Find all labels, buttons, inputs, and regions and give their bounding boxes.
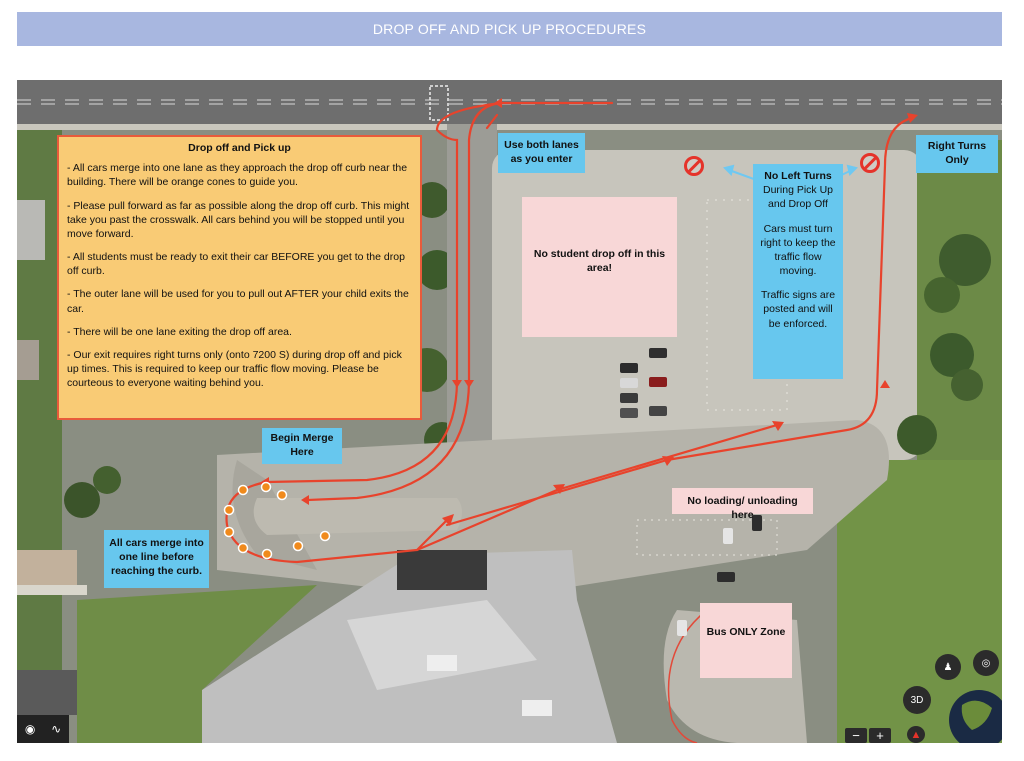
instruction-item: - There will be one lane exiting the dro…	[67, 325, 292, 338]
instruction-item: - All students must be ready to exit the…	[67, 251, 405, 278]
bus-only-zone-callout: Bus ONLY Zone	[700, 603, 792, 678]
instruction-item: - All cars merge into one lane as they a…	[67, 162, 408, 189]
zoom-out-button[interactable]: −	[845, 728, 867, 743]
map-toolbar: ◉ ∿	[17, 715, 69, 743]
instruction-item: - Our exit requires right turns only (on…	[67, 348, 402, 390]
no-left-turns-note: Cars must turn right to keep the traffic…	[760, 222, 836, 278]
no-student-dropoff-callout: No student drop off in this area!	[522, 197, 677, 337]
compass-icon[interactable]: ▲	[907, 726, 925, 743]
zoom-in-button[interactable]: +	[869, 728, 891, 743]
instruction-item: - The outer lane will be used for you to…	[67, 288, 409, 315]
no-left-turns-title: No Left Turns	[764, 170, 832, 182]
no-entry-sign-icon	[860, 153, 880, 173]
orange-cones	[223, 481, 331, 560]
street-view-pegman-icon[interactable]: ♟	[935, 654, 961, 680]
locate-me-icon[interactable]: ◎	[973, 650, 999, 676]
no-left-turns-note: Traffic signs are posted and will be enf…	[760, 289, 836, 330]
instructions-heading: Drop off and Pick up	[188, 142, 291, 154]
instruction-item: - Please pull forward as far as possible…	[67, 199, 410, 240]
all-cars-merge-callout: All cars merge into one line before reac…	[104, 530, 209, 588]
location-pin-icon[interactable]: ◉	[24, 722, 36, 736]
no-loading-callout: No loading/ unloading here	[672, 488, 813, 521]
3d-toggle-button[interactable]: 3D	[903, 686, 931, 714]
instructions-box: Drop off and Pick up - All cars merge in…	[57, 135, 422, 420]
aerial-map[interactable]: Drop off and Pick up - All cars merge in…	[17, 80, 1002, 743]
no-left-turns-subtitle: During Pick Up and Drop Off	[762, 184, 834, 211]
begin-merge-callout: Begin Merge Here	[262, 428, 342, 464]
elevation-profile-icon[interactable]: ∿	[51, 722, 62, 736]
use-both-lanes-callout: Use both lanes as you enter	[498, 133, 585, 173]
no-left-turns-callout: No Left Turns During Pick Up and Drop Of…	[753, 164, 843, 379]
page-title: DROP OFF AND PICK UP PROCEDURES	[17, 12, 1002, 46]
right-turns-only-callout: Right Turns Only	[916, 135, 998, 173]
no-entry-sign-icon	[684, 156, 704, 176]
